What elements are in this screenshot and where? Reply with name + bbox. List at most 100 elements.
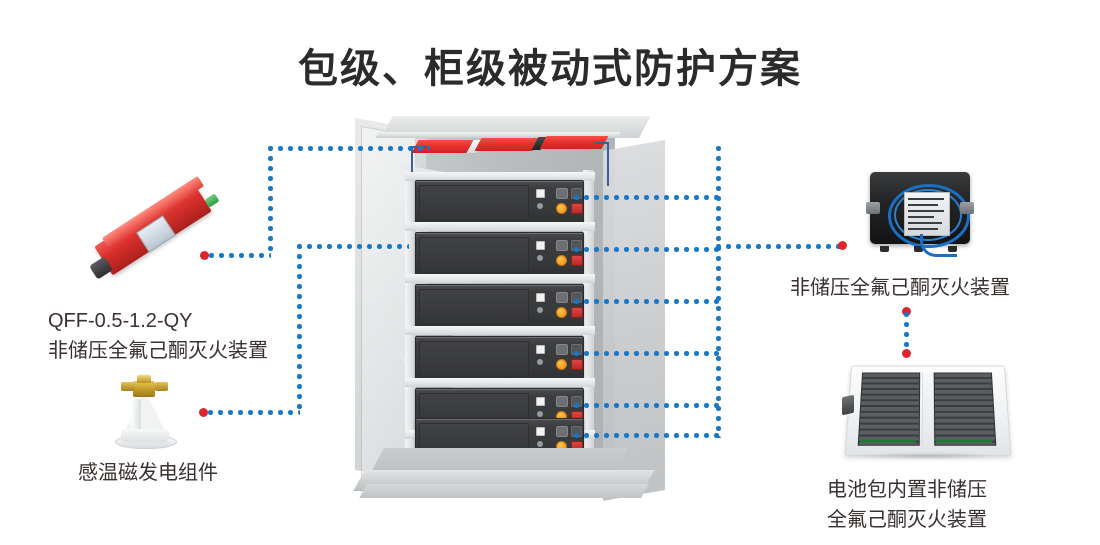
rack-rail (405, 378, 595, 387)
connector-segment (208, 410, 300, 415)
connector-module-2 (574, 247, 720, 252)
tube-wire-right (607, 144, 609, 186)
connector-segment (297, 244, 302, 412)
sensor-base-body (121, 429, 169, 441)
connector-module-6 (574, 433, 720, 438)
module-control-panel[interactable] (556, 186, 580, 218)
label-barcode-line (908, 216, 934, 218)
battery-pack-shadow (854, 452, 1000, 460)
product-thermal-sensor (95, 373, 205, 461)
label-barcode-line (908, 198, 944, 200)
module-status-led-icon (536, 345, 545, 354)
rack-rail (405, 326, 595, 335)
connector-module-1 (574, 195, 720, 200)
label-barcode-line (908, 204, 938, 206)
rack-rail (405, 274, 595, 283)
connector-to-black-device (716, 244, 840, 249)
connector-module-3 (574, 299, 720, 304)
module-button-grey-icon[interactable] (556, 426, 568, 437)
connector-segment (297, 244, 409, 249)
module-indicator-led-icon (537, 203, 543, 209)
product-black-extinguisher (864, 168, 976, 252)
sensor-brass-arm-right (155, 382, 168, 391)
battery-module[interactable] (415, 180, 584, 224)
cabinet-extinguisher-tube (475, 138, 540, 151)
connector-segment (268, 146, 273, 256)
sensor-brass-arm-left (121, 382, 134, 391)
module-indicator-led-icon (537, 307, 543, 313)
label-barcode-line (908, 210, 944, 212)
module-face (419, 237, 529, 273)
device-label-plate (904, 192, 950, 236)
label-left-bottom: 感温磁发电组件 (78, 458, 218, 488)
module-control-panel[interactable] (556, 342, 580, 374)
cabinet-base-plinth (359, 484, 648, 498)
label-right-top-line1: 非储压全氟己酮灭火装置 (790, 273, 1010, 303)
module-status-led-icon (536, 189, 545, 198)
connector-segment (268, 146, 430, 151)
connector-segment (904, 312, 909, 352)
module-button-grey-icon[interactable] (556, 240, 568, 251)
module-button-orange-icon[interactable] (556, 307, 567, 318)
label-right-top: 非储压全氟己酮灭火装置 (790, 273, 1010, 303)
mounting-clip-right (960, 202, 974, 214)
module-face (419, 341, 529, 377)
cell-green-strip (860, 440, 916, 443)
label-right-bottom-line1: 电池包内置非储压 (812, 475, 1002, 505)
rack-rail (405, 222, 595, 231)
label-left-bottom-line1: 感温磁发电组件 (78, 458, 218, 488)
rack-post-right (583, 170, 594, 462)
module-control-panel[interactable] (556, 290, 580, 322)
module-indicator-led-icon (537, 441, 543, 447)
label-right-bottom: 电池包内置非储压 全氟己酮灭火装置 (812, 475, 1002, 535)
module-face (419, 289, 529, 325)
module-button-red-icon[interactable] (571, 203, 583, 214)
module-button-orange-icon[interactable] (556, 203, 567, 214)
battery-pack-side-connector (842, 395, 854, 416)
battery-pack-interior (858, 373, 996, 444)
module-button-grey-icon[interactable] (556, 292, 568, 303)
module-status-led-icon (536, 241, 545, 250)
label-barcode-line (908, 222, 942, 224)
connector-endpoint-black-device (838, 241, 847, 250)
tube-wire-right-top (595, 142, 609, 144)
module-control-panel[interactable] (556, 238, 580, 270)
module-button-grey-icon[interactable] (556, 188, 568, 199)
label-right-bottom-line2: 全氟己酮灭火装置 (812, 505, 1002, 535)
label-left-top-line2: 非储压全氟己酮灭火装置 (48, 336, 268, 366)
battery-cell-row-right (934, 373, 997, 446)
connector-module-5 (574, 403, 720, 408)
label-left-top: QFF-0.5-1.2-QY 非储压全氟己酮灭火装置 (48, 306, 268, 366)
module-status-led-icon (536, 427, 545, 436)
sensor-brass-body (133, 381, 155, 397)
battery-pack-divider (922, 373, 934, 444)
label-left-top-line1: QFF-0.5-1.2-QY (48, 306, 268, 336)
module-button-grey-icon[interactable] (556, 344, 568, 355)
module-button-red-icon[interactable] (571, 255, 583, 266)
module-button-red-icon[interactable] (571, 307, 583, 318)
label-barcode-line (908, 228, 938, 230)
mounting-clip-left (866, 202, 880, 214)
page-title: 包级、柜级被动式防护方案 (0, 36, 1100, 94)
connector-right-bus (716, 146, 721, 438)
product-battery-pack (840, 356, 1016, 468)
sensor-brass-nut (137, 375, 151, 383)
module-button-red-icon[interactable] (571, 359, 583, 370)
battery-module[interactable] (415, 336, 584, 380)
module-status-led-icon (536, 397, 545, 406)
module-button-orange-icon[interactable] (556, 359, 567, 370)
module-indicator-led-icon (537, 255, 543, 261)
module-button-orange-icon[interactable] (556, 255, 567, 266)
cell-green-strip (936, 440, 992, 443)
coil-tube-tail (920, 234, 957, 257)
module-button-grey-icon[interactable] (556, 396, 568, 407)
connector-module-4 (574, 351, 720, 356)
module-indicator-led-icon (537, 359, 543, 365)
battery-module[interactable] (415, 284, 584, 328)
module-face (419, 185, 529, 221)
device-foot (880, 246, 889, 252)
battery-cell-row-left (858, 373, 921, 446)
battery-cabinet (355, 118, 665, 508)
battery-module[interactable] (415, 232, 584, 276)
